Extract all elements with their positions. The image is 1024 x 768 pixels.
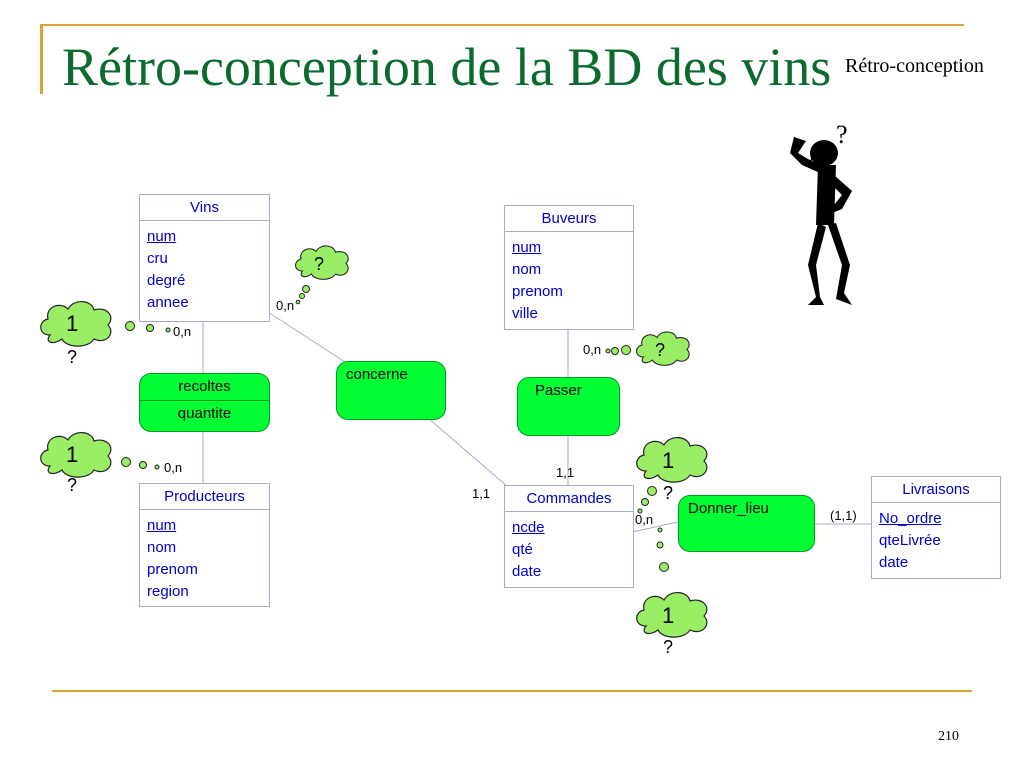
bottom-rule <box>52 690 972 692</box>
entity-buveurs-attr: ville <box>512 305 538 322</box>
entity-buveurs-name: Buveurs <box>505 206 633 232</box>
cloud-buveurs-passer-main: ? <box>655 340 666 360</box>
association-recoltes-name: recoltes <box>178 378 231 395</box>
cloud-producteurs-recoltes <box>40 432 112 478</box>
association-donner-lieu-name: Donner_lieu <box>688 500 769 517</box>
entity-vins-attr: degré <box>147 272 186 289</box>
cardinality-vins-concerne: 0,n <box>276 298 295 313</box>
thought-trail-dots <box>121 285 669 572</box>
thinking-figure-icon <box>790 137 852 305</box>
slide-title: Rétro-conception de la BD des vins <box>62 37 832 97</box>
left-rule <box>40 24 43 94</box>
entity-buveurs-attr: nom <box>512 261 542 278</box>
section-label: Rétro-conception <box>845 55 984 78</box>
cloud-producteurs-recoltes-question: ? <box>67 475 78 495</box>
link-commandes-donner-lieu <box>631 521 679 533</box>
association-passer-name: Passer <box>535 382 582 399</box>
entity-producteurs-attr: region <box>147 583 189 600</box>
cardinality-livraisons-donner-lieu: (1,1) <box>830 508 857 523</box>
entity-producteurs-attr: nom <box>147 539 177 556</box>
entity-livraisons-attr-key: No_ordre <box>879 510 942 527</box>
entity-commandes-attr: date <box>512 563 542 580</box>
association-donner-lieu: Donner_lieu <box>678 495 815 552</box>
entity-buveurs: Buveurs num nom prenom ville <box>504 205 634 330</box>
cardinality-commandes-passer: 1,1 <box>556 465 575 480</box>
cardinality-vins-recoltes: 0,n <box>173 324 192 339</box>
cloud-vins-recoltes-question: ? <box>67 347 78 367</box>
cloud-commandes-upper <box>636 437 708 483</box>
entity-livraisons-attr: date <box>879 554 909 571</box>
cloud-commandes-lower <box>636 592 708 638</box>
entity-vins-attr: cru <box>147 250 168 267</box>
cardinality-commandes-concerne: 1,1 <box>472 486 491 501</box>
entity-commandes-attr: qté <box>512 541 533 558</box>
link-vins-concerne <box>267 311 346 363</box>
entity-buveurs-attr: prenom <box>512 283 563 300</box>
entity-livraisons-name: Livraisons <box>872 477 1000 503</box>
thinker-question-mark: ? <box>836 120 848 149</box>
association-concerne: concerne <box>336 361 446 420</box>
entity-vins: Vins num cru degré annee <box>139 194 270 322</box>
association-recoltes: recoltes quantite <box>139 373 270 432</box>
association-recoltes-attr: quantite <box>140 400 269 427</box>
entity-vins-attr: annee <box>147 294 189 311</box>
cloud-commandes-upper-question: ? <box>663 483 674 503</box>
cloud-vins-recoltes <box>40 301 112 347</box>
cloud-commandes-lower-question: ? <box>663 637 674 657</box>
entity-producteurs-attr-key: num <box>147 517 177 534</box>
entity-vins-attr-key: num <box>147 228 177 245</box>
association-concerne-name: concerne <box>346 366 408 383</box>
top-rule <box>40 24 964 26</box>
entity-commandes-name: Commandes <box>505 486 633 512</box>
link-concerne-commandes <box>427 417 509 488</box>
cardinality-producteurs-recoltes: 0,n <box>164 460 183 475</box>
entity-vins-name: Vins <box>140 195 269 221</box>
cardinality-commandes-donner-lieu: 0,n <box>635 512 654 527</box>
cloud-buveurs-passer <box>636 331 690 366</box>
cloud-vins-concerne <box>295 245 349 280</box>
entity-livraisons: Livraisons No_ordre qteLivrée date <box>871 476 1001 579</box>
entity-livraisons-attr: qteLivrée <box>879 532 941 549</box>
entity-commandes: Commandes ncde qté date <box>504 485 634 588</box>
entity-producteurs: Producteurs num nom prenom region <box>139 483 270 607</box>
entity-buveurs-attr-key: num <box>512 239 542 256</box>
entity-commandes-attr-key: ncde <box>512 519 545 536</box>
association-passer: Passer <box>517 377 620 436</box>
cloud-vins-recoltes-main: 1 <box>66 311 79 336</box>
entity-producteurs-attr: prenom <box>147 561 198 578</box>
page-number: 210 <box>938 729 959 744</box>
cardinality-buveurs-passer: 0,n <box>583 342 602 357</box>
cloud-vins-concerne-main: ? <box>314 254 325 274</box>
entity-producteurs-name: Producteurs <box>140 484 269 510</box>
cloud-commandes-upper-main: 1 <box>662 448 675 473</box>
cloud-producteurs-recoltes-main: 1 <box>66 442 79 467</box>
cloud-commandes-lower-main: 1 <box>662 603 675 628</box>
